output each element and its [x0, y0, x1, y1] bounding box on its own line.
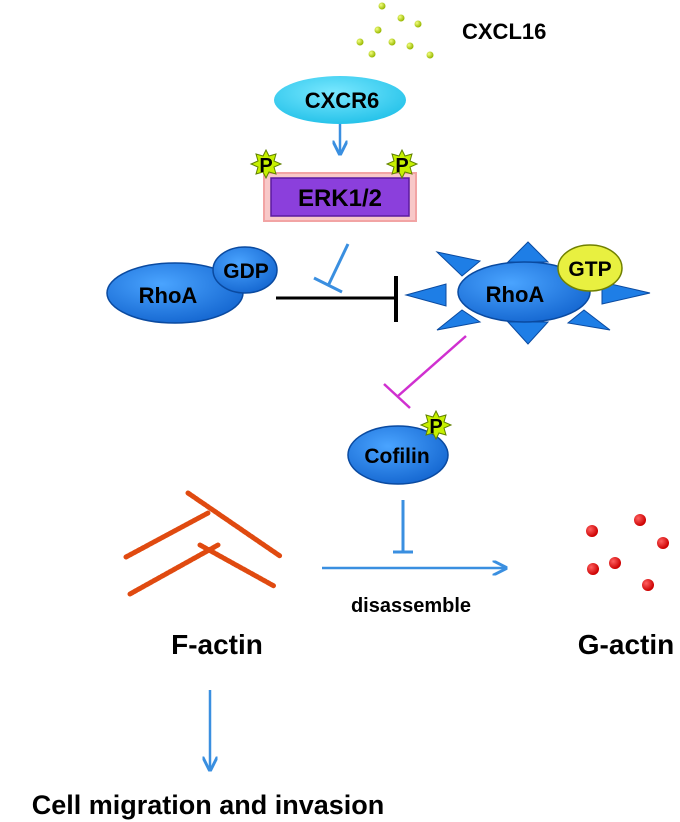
cxcl16-ligand-dots [356, 2, 434, 59]
outcome-label: Cell migration and invasion [32, 790, 385, 820]
erk12-box [270, 177, 410, 217]
g-actin-label: G-actin [578, 629, 674, 660]
rhoa-gtp-label: RhoA [486, 282, 545, 307]
erk-phospho-right-label: P [395, 155, 408, 177]
cofilin-phospho: P [419, 409, 453, 441]
rhoa-inhibits-cofilin [383, 335, 467, 409]
cofilin-phospho-label: P [429, 416, 442, 438]
gtp-label: GTP [568, 258, 611, 281]
rhoa-gtp-active-rays [404, 241, 651, 345]
cofilin-label: Cofilin [364, 445, 429, 468]
cofilin-protein [347, 425, 449, 485]
rhoa-gdp-label: RhoA [139, 283, 198, 308]
cxcr6-label: CXCR6 [305, 88, 380, 113]
cxcr6-receptor [274, 76, 406, 124]
erk-phospho-left: P [249, 148, 283, 180]
g-actin-monomers [586, 514, 669, 591]
gdp-nucleotide [212, 246, 278, 294]
erk-phospho-right: P [385, 148, 419, 180]
rhoa-gtp-inhibits-gdp [276, 276, 398, 322]
disassemble-label: disassemble [351, 595, 471, 617]
erk-phospho-left-label: P [259, 155, 272, 177]
cofilin-inhibits-disassembly [393, 500, 413, 554]
gdp-label: GDP [223, 260, 269, 283]
f-actin-filaments [123, 490, 283, 597]
rhoa-gtp-protein [457, 261, 591, 323]
gtp-nucleotide [557, 244, 623, 292]
erk-inhibits-conversion [313, 243, 350, 294]
cxcl16-label: CXCL16 [462, 19, 546, 44]
f-actin-label: F-actin [171, 629, 263, 660]
erk12-label: ERK1/2 [298, 185, 382, 212]
